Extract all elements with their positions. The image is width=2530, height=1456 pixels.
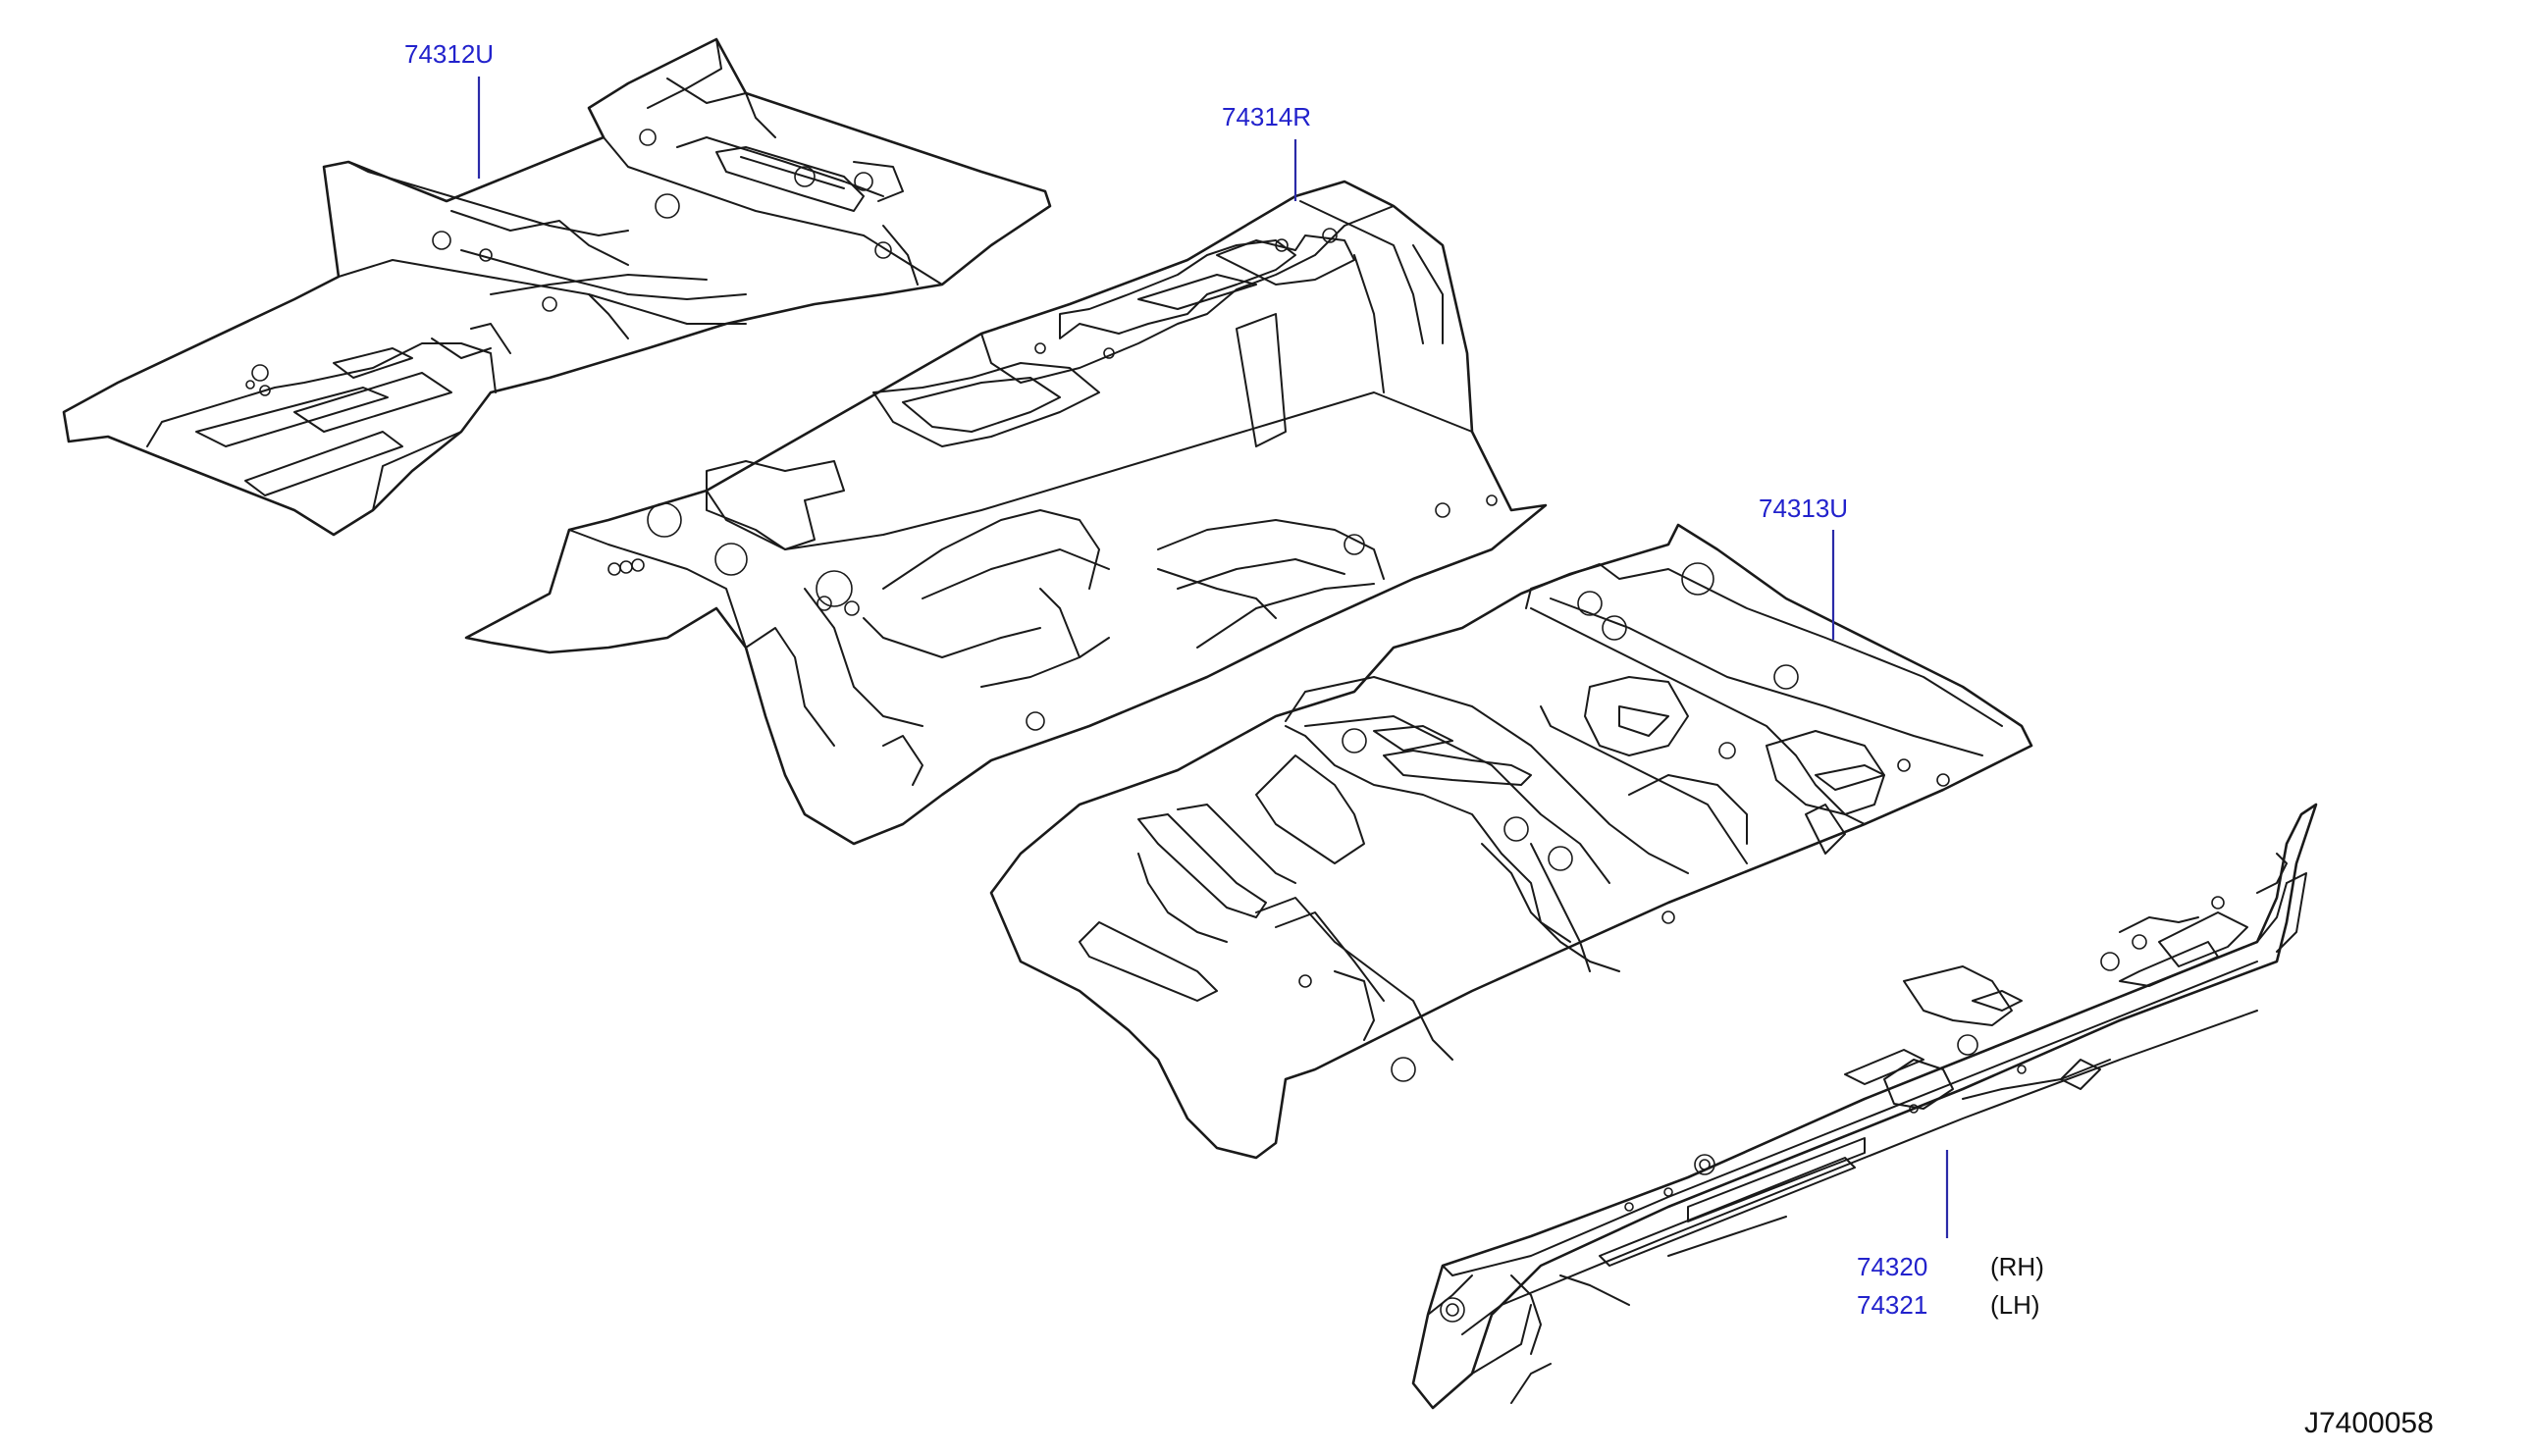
diagram-code: J7400058 xyxy=(2304,1407,2434,1439)
part-number-74313U[interactable]: 74313U xyxy=(1759,494,1849,523)
part-number-74320[interactable]: 74320 xyxy=(1857,1252,1928,1281)
side-label-rh: (RH) xyxy=(1990,1252,2044,1281)
side-member[interactable] xyxy=(1411,803,2318,1410)
part-number-74321[interactable]: 74321 xyxy=(1857,1290,1928,1320)
center-floor-tunnel-panel[interactable] xyxy=(464,180,1548,846)
front-floor-panel-upper[interactable] xyxy=(62,37,1052,537)
part-number-74314R[interactable]: 74314R xyxy=(1222,102,1312,131)
part-number-74312U[interactable]: 74312U xyxy=(404,39,495,69)
front-floor-panel-lower[interactable] xyxy=(989,523,2033,1160)
side-label-lh: (LH) xyxy=(1990,1290,2040,1320)
